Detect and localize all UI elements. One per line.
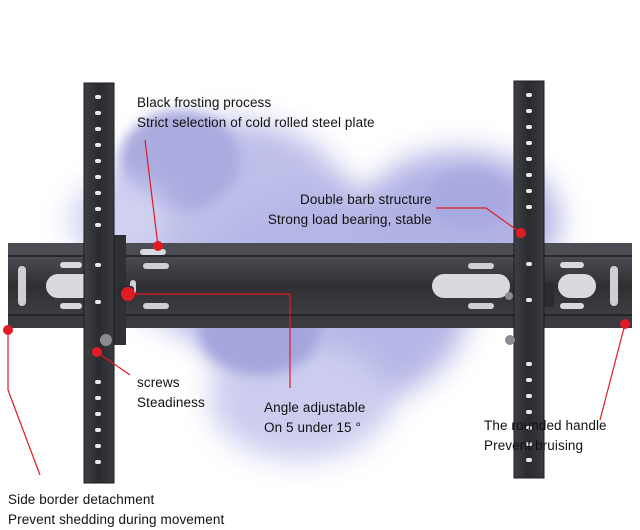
callout-screws: screws Steadiness — [137, 373, 205, 413]
callout-angle-desc: On 5 under 15 ° — [264, 420, 361, 435]
callout-handle-title: The rounded handle — [484, 418, 607, 433]
callout-barb-desc: Strong load bearing, stable — [267, 212, 432, 227]
callout-angle: Angle adjustable On 5 under 15 ° — [264, 398, 365, 438]
right-arm — [505, 80, 554, 479]
callout-border-desc: Prevent shedding during movement — [8, 512, 225, 527]
callout-frosting: Black frosting process Strict selection … — [137, 93, 375, 133]
left-arm-holes — [95, 95, 101, 464]
callout-border: Side border detachment Prevent shedding … — [8, 490, 224, 530]
callout-barb-title: Double barb structure — [300, 192, 432, 207]
callout-handle-desc: Prevent bruising — [484, 438, 584, 453]
callout-frosting-desc: Strict selection of cold rolled steel pl… — [137, 115, 375, 130]
callout-angle-title: Angle adjustable — [264, 400, 366, 415]
right-arm-holes — [526, 93, 532, 462]
callout-pointers — [7, 139, 626, 476]
callout-dots — [3, 228, 630, 357]
callout-frosting-title: Black frosting process — [137, 95, 272, 110]
callout-screws-desc: Steadiness — [137, 395, 205, 410]
callout-handle: The rounded handle Prevent bruising — [484, 416, 607, 456]
callout-barb: Double barb structure Strong load bearin… — [264, 190, 432, 230]
callout-border-title: Side border detachment — [8, 492, 155, 507]
left-arm — [83, 82, 134, 484]
callout-screws-title: screws — [137, 375, 180, 390]
